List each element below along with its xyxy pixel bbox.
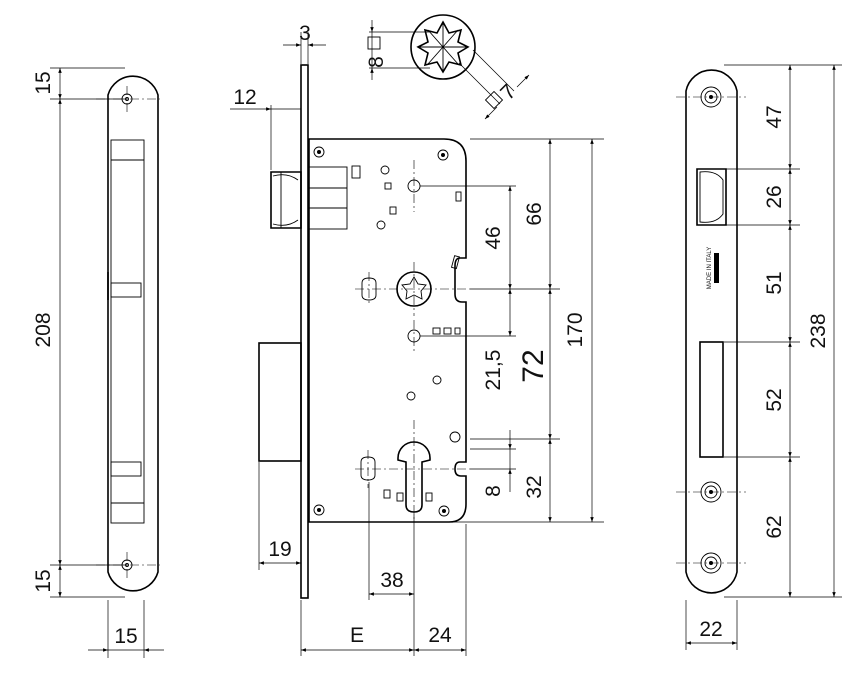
dim-right-51: 51 [763, 271, 786, 294]
right-faceplate-view: MADE IN ITALY [676, 69, 746, 594]
left-dimensions: 15 208 15 15 [32, 67, 164, 658]
dim-left-width: 15 [114, 625, 137, 648]
dim-edge-24: 24 [428, 624, 452, 647]
middle-dimensions: 3 12 19 38 E 24 46 66 [230, 22, 604, 656]
dim-left-height: 208 [32, 312, 55, 347]
dim-side-plate: 3 [299, 22, 311, 45]
right-dimensions: 47 26 51 52 62 238 22 [685, 64, 842, 650]
dim-top-66: 66 [523, 202, 546, 225]
dim-spindle-46: 46 [482, 226, 505, 249]
dim-total-170: 170 [564, 312, 587, 347]
dim-right-238: 238 [807, 313, 830, 348]
dim-right-52: 52 [763, 388, 786, 411]
dim-center-72: 72 [517, 349, 550, 382]
dim-right-width: 22 [699, 618, 722, 641]
dim-left-bottom: 15 [32, 569, 55, 592]
dim-cyl-spacing: 38 [380, 569, 403, 592]
dim-square-spindle: 7 [496, 80, 521, 105]
dim-mid-21-5: 21,5 [482, 350, 505, 391]
left-faceplate-view [96, 75, 160, 592]
dim-low-8: 8 [482, 485, 505, 497]
made-in-italy-logo: MADE IN ITALY [707, 247, 719, 289]
dim-side-offset: 12 [233, 86, 256, 109]
dim-backset: E [350, 624, 364, 647]
dim-left-top: 15 [32, 71, 55, 94]
dim-square: 8 [365, 56, 388, 68]
lock-body-view [258, 64, 470, 599]
dim-right-26: 26 [763, 185, 786, 208]
dim-low-32: 32 [523, 475, 546, 498]
dim-side-bottom: 19 [268, 538, 291, 561]
logo-text: MADE IN ITALY [707, 247, 713, 289]
dim-right-47: 47 [763, 105, 786, 128]
spindle-detail: 8 7 [365, 14, 530, 120]
dim-right-62: 62 [763, 515, 786, 538]
